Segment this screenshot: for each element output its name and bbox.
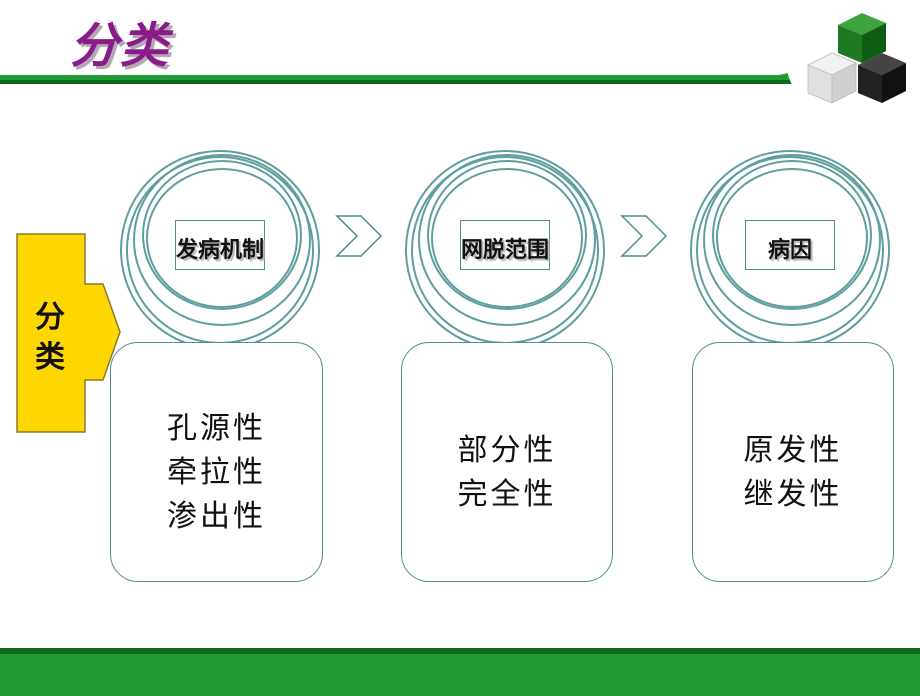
card-item: 部分性 <box>457 433 557 468</box>
category-label-box <box>745 220 835 270</box>
category-heading-3: 病因 <box>767 238 812 263</box>
chevron-right-icon <box>620 215 668 257</box>
side-arrow-tag <box>16 233 121 433</box>
category-label-box <box>460 220 550 270</box>
category-heading-1: 发病机制 <box>175 238 264 263</box>
header-title-area <box>0 0 815 75</box>
chevron-right-icon <box>335 215 383 257</box>
side-label: 分类 <box>35 300 65 375</box>
card-item: 完全性 <box>457 477 557 512</box>
category-card-1: 孔源性 牵拉性 渗出性 <box>110 342 323 582</box>
footer-bar <box>0 648 920 696</box>
card-item: 牵拉性 <box>167 455 266 490</box>
card-item: 孔源性 <box>167 411 266 446</box>
category-label-box <box>175 220 265 270</box>
category-card-3: 原发性 继发性 <box>692 342 894 582</box>
card-item: 继发性 <box>743 477 843 512</box>
card-item: 渗出性 <box>167 499 266 534</box>
category-rings-3: 病因 <box>690 150 890 350</box>
category-card-2: 部分性 完全性 <box>401 342 613 582</box>
cube-logo-icon <box>807 13 906 104</box>
slide-title: 分类 <box>70 18 171 74</box>
category-rings-2: 网脱范围 <box>405 150 605 350</box>
category-heading-2: 网脱范围 <box>460 238 549 263</box>
card-item: 原发性 <box>743 433 843 468</box>
category-rings-1: 发病机制 <box>120 150 320 350</box>
